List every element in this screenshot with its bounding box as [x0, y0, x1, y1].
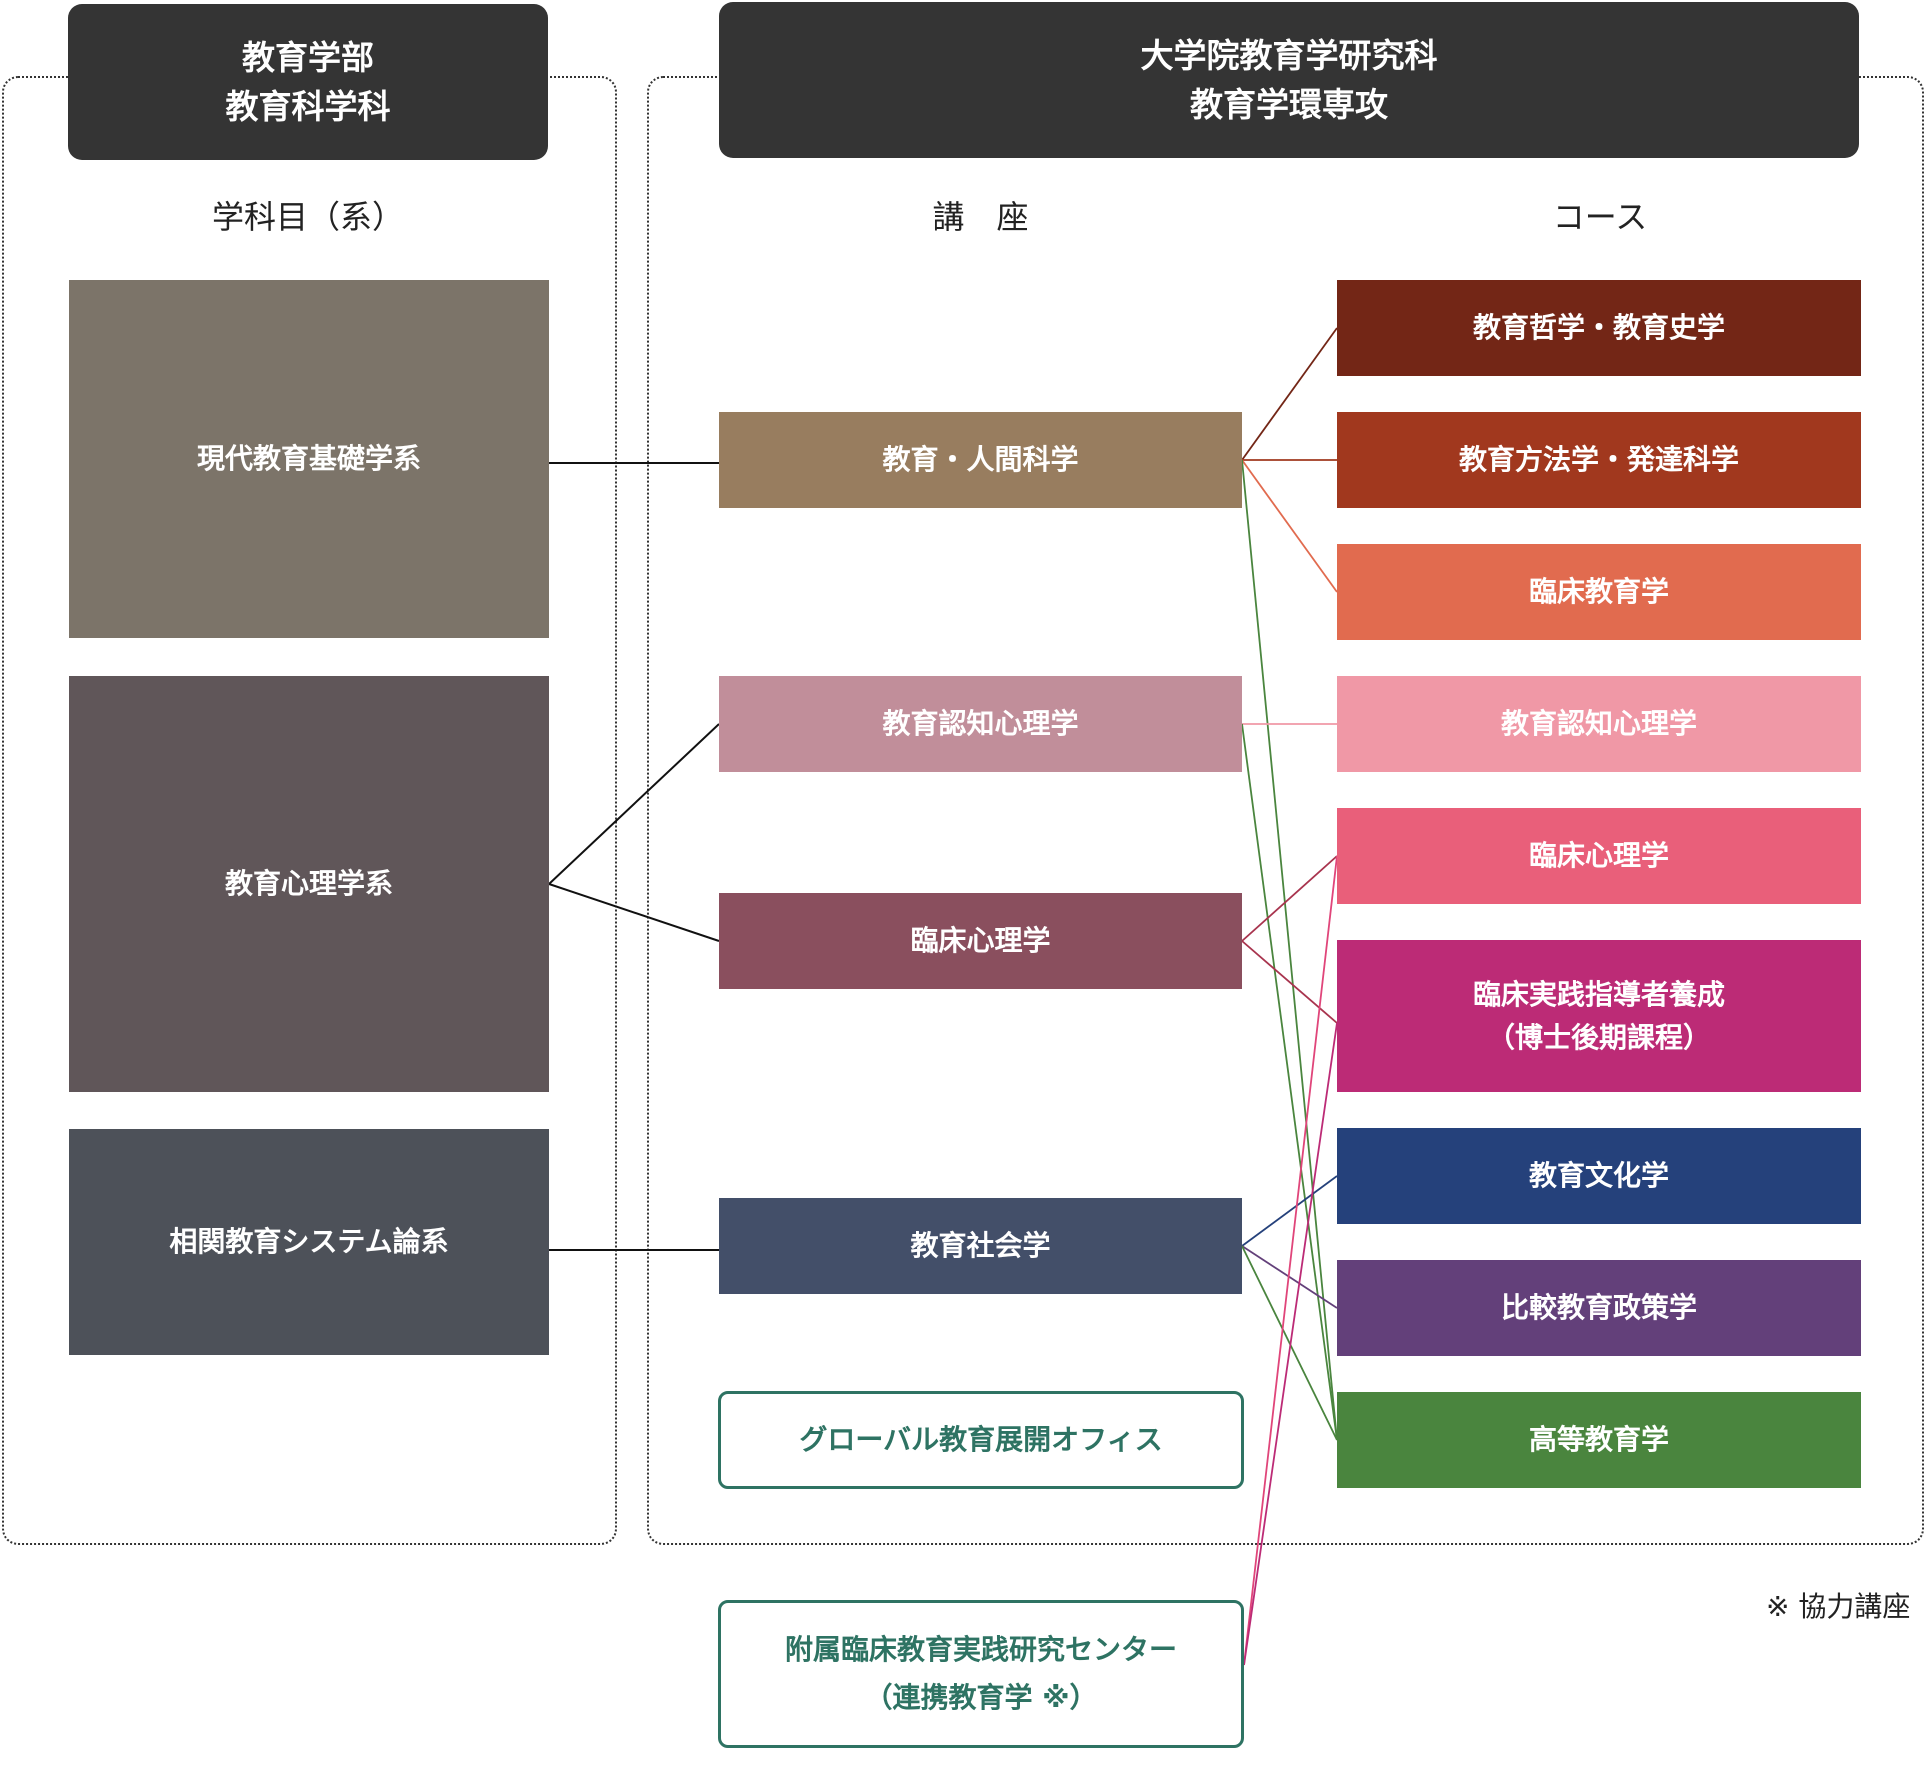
link-ninchi-koto: [1241, 723, 1338, 1441]
grad-title-line2: 教育学環専攻: [1190, 85, 1388, 124]
undergrad-item-sokan: 相関教育システム論系: [69, 1129, 549, 1355]
office-line2: （連携教育学 ※）: [864, 1681, 1098, 1714]
undergrad-item-label: 現代教育基礎学系: [196, 442, 421, 476]
course-label: 教育文化学: [1528, 1159, 1669, 1193]
course-label: 比較教育政策学: [1500, 1291, 1697, 1325]
course-label: 教育認知心理学: [1500, 707, 1697, 741]
course-column-label: コース: [1552, 198, 1648, 236]
link-center-shidosha: [1243, 1022, 1338, 1666]
course-shidosha: 臨床実践指導者養成 （博士後期課程）: [1337, 940, 1861, 1092]
undergrad-title-line2: 教育科学科: [225, 87, 391, 126]
course-label: 教育方法学・発達科学: [1458, 443, 1739, 477]
course-koto: 高等教育学: [1337, 1392, 1861, 1488]
course-hikaku: 比較教育政策学: [1337, 1260, 1861, 1356]
koza-label: 教育社会学: [910, 1229, 1051, 1263]
undergrad-column-label: 学科目（系）: [211, 198, 404, 236]
footnote: ※ 協力講座: [1766, 1590, 1911, 1623]
course-rinsho-kyoiku: 臨床教育学: [1337, 544, 1861, 640]
koza-label: 教育・人間科学: [882, 443, 1079, 477]
koza-label: 臨床心理学: [910, 924, 1051, 958]
course-label: 臨床教育学: [1528, 575, 1669, 609]
course-label-line2: （博士後期課程）: [1486, 1021, 1711, 1054]
course-bunka: 教育文化学: [1337, 1128, 1861, 1224]
koza-shakai: 教育社会学: [719, 1198, 1242, 1294]
koza-column-label: 講 座: [932, 198, 1029, 236]
link-ningen-tetsugaku: [1241, 327, 1338, 461]
office-global: グローバル教育展開オフィス: [718, 1391, 1244, 1489]
undergrad-item-shinri: 教育心理学系: [69, 676, 549, 1092]
koza-label: 教育認知心理学: [882, 707, 1079, 741]
course-hoho: 教育方法学・発達科学: [1337, 412, 1861, 508]
undergrad-item-label: 相関教育システム論系: [169, 1225, 449, 1259]
link-center-rinsho: [1243, 855, 1338, 1666]
link-shinri-ninchi: [548, 723, 720, 885]
koza-ningen: 教育・人間科学: [719, 412, 1242, 508]
undergrad-item-gendai: 現代教育基礎学系: [69, 280, 549, 638]
course-ninchi: 教育認知心理学: [1337, 676, 1861, 772]
grad-title-line1: 大学院教育学研究科: [1140, 35, 1438, 75]
course-label: 臨床実践指導者養成: [1472, 977, 1725, 1011]
undergrad-header: 教育学部 教育科学科: [68, 4, 548, 160]
link-ningen-koto: [1241, 459, 1338, 1441]
link-shakai-koto: [1241, 1245, 1338, 1441]
office-line1: 附属臨床教育実践研究センター: [784, 1633, 1177, 1667]
course-label: 高等教育学: [1528, 1423, 1669, 1457]
office-line1: グローバル教育展開オフィス: [799, 1423, 1163, 1457]
course-label: 教育哲学・教育史学: [1472, 311, 1725, 345]
link-rinsho-rinsho: [1241, 855, 1338, 942]
course-rinsho-shinri: 臨床心理学: [1337, 808, 1861, 904]
office-center: 附属臨床教育実践研究センター （連携教育学 ※）: [718, 1600, 1244, 1748]
link-rinsho-shidosha: [1241, 940, 1338, 1024]
link-shinri-rinsho: [548, 883, 720, 942]
koza-ninchi: 教育認知心理学: [719, 676, 1242, 772]
koza-rinsho-shinri: 臨床心理学: [719, 893, 1242, 989]
grad-header: 大学院教育学研究科 教育学環専攻: [719, 2, 1859, 158]
course-tetsugaku: 教育哲学・教育史学: [1337, 280, 1861, 376]
course-label: 臨床心理学: [1528, 839, 1669, 873]
undergrad-item-label: 教育心理学系: [224, 867, 393, 901]
link-shakai-bunka: [1241, 1175, 1338, 1247]
undergrad-title-line1: 教育学部: [242, 37, 374, 77]
link-ningen-rinsho-kyoiku: [1241, 459, 1338, 593]
